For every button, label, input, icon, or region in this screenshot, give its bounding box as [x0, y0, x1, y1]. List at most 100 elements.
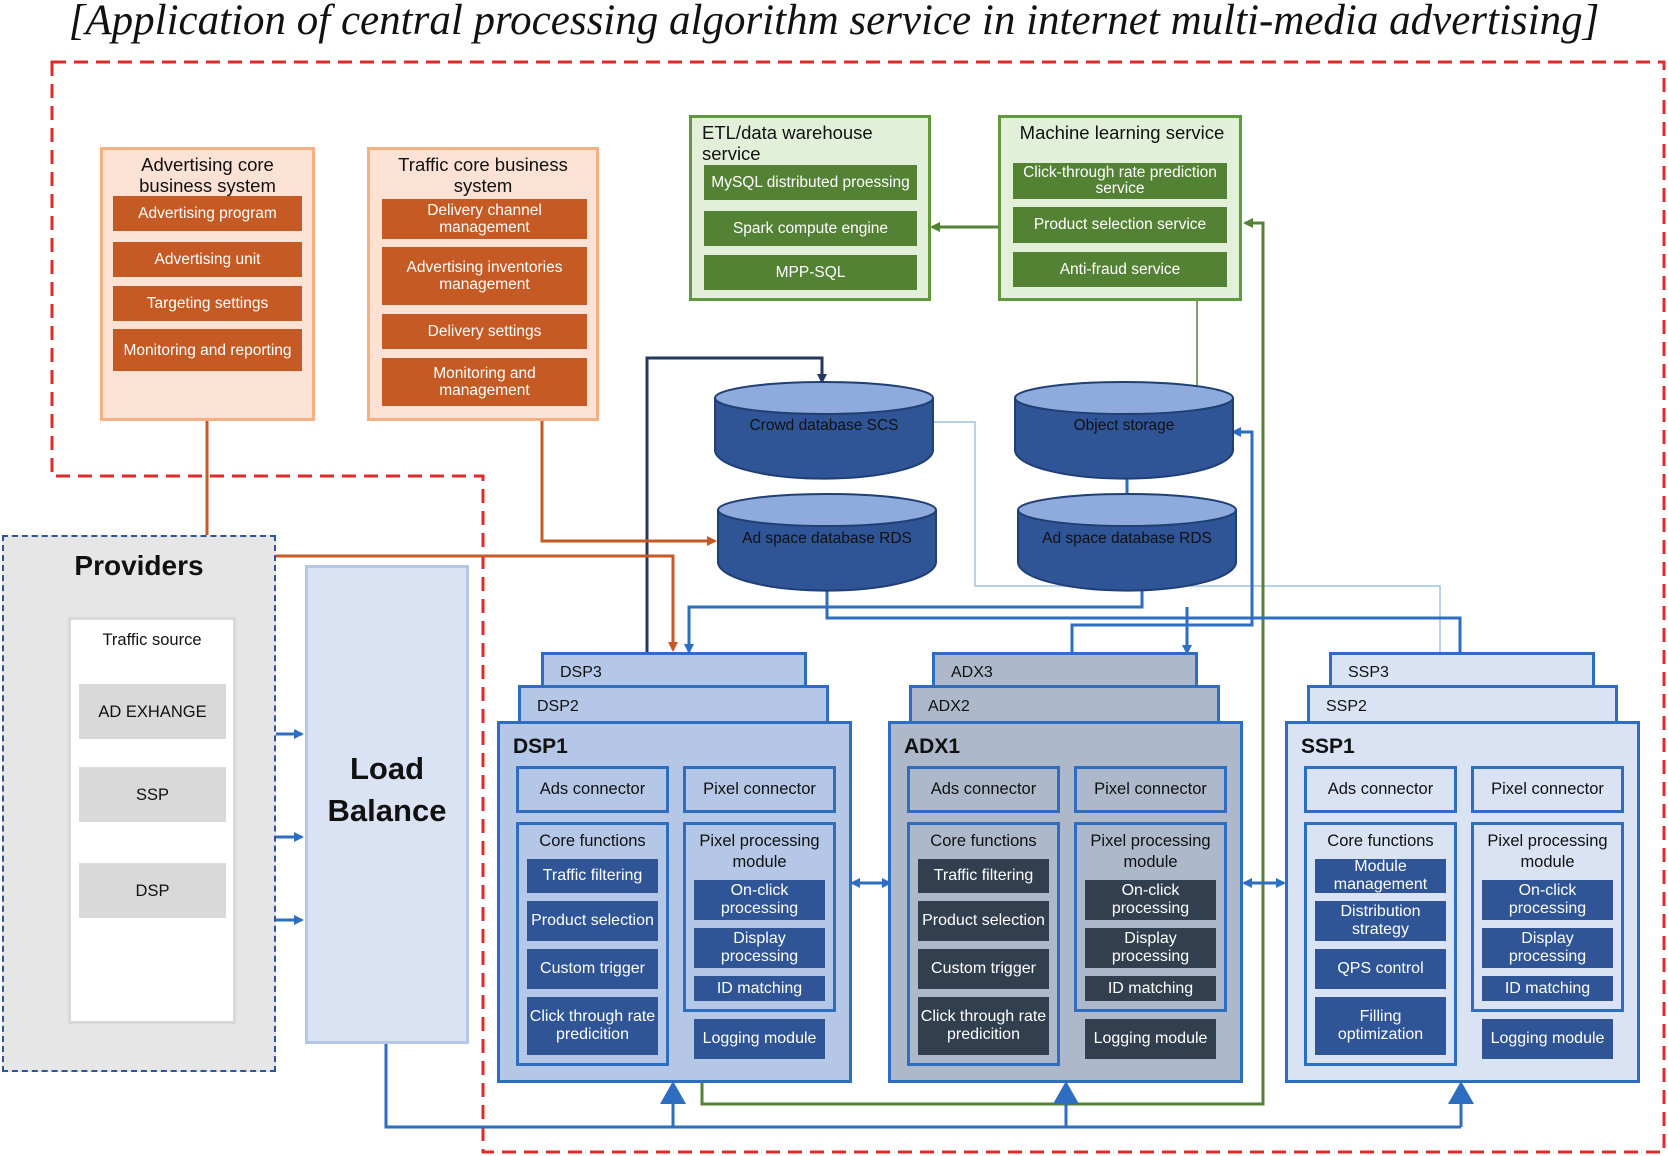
provider-item: AD EXHANGE: [79, 684, 226, 739]
load-balance-box: Load Balance: [305, 565, 469, 1044]
adx2-layer: ADX2: [909, 685, 1220, 725]
advertising-core-box: Advertising core business system Adverti…: [100, 147, 315, 421]
adx3-label: ADX3: [951, 664, 993, 681]
ssp2-label: SSP2: [1326, 698, 1367, 715]
advertising-core-item: Monitoring and reporting: [113, 329, 302, 371]
adx-pixel-item: On-click processing: [1085, 880, 1216, 920]
adx3-layer: ADX3: [932, 652, 1198, 690]
advertising-core-item: Advertising program: [113, 196, 302, 231]
etl-item: MySQL distributed proessing: [704, 165, 917, 200]
diagram-title: [Application of central processing algor…: [68, 0, 1600, 44]
dsp-pixel-connector: Pixel connector: [683, 766, 836, 813]
adx-pixel-module: Pixel processing module On-click process…: [1074, 822, 1227, 1012]
dsp3-label: DSP3: [560, 664, 602, 681]
adx-core-title: Core functions: [930, 832, 1037, 850]
adx-core-item: Custom trigger: [918, 949, 1049, 989]
ml-service-box: Machine learning service Click-through r…: [998, 115, 1242, 301]
dsp-pixel-item: Display processing: [694, 928, 825, 968]
provider-item: SSP: [79, 767, 226, 822]
traffic-core-item: Monitoring and management: [382, 358, 587, 406]
dsp-core-item: Click through rate predicition: [527, 997, 658, 1055]
ssp-core-item: Distribution strategy: [1315, 901, 1446, 941]
adx1-label: ADX1: [904, 735, 961, 758]
adx-core-item: Click through rate predicition: [918, 997, 1049, 1055]
ssp-core-item: QPS control: [1315, 949, 1446, 989]
adx-ads-connector: Ads connector: [907, 766, 1060, 813]
etl-item: Spark compute engine: [704, 211, 917, 246]
ssp-logging-module: Logging module: [1482, 1019, 1613, 1059]
adx2-label: ADX2: [928, 698, 970, 715]
adx-core-functions: Core functions Traffic filtering Product…: [907, 822, 1060, 1066]
object-storage-cylinder: [1014, 381, 1234, 480]
ad-space-db-right-label: Ad space database RDS: [1042, 530, 1212, 547]
adx-pixel-connector: Pixel connector: [1074, 766, 1227, 813]
adx-pixel-item: ID matching: [1085, 976, 1216, 1001]
ml-item: Product selection service: [1013, 207, 1227, 243]
traffic-core-item: Delivery channel management: [382, 199, 587, 239]
dsp-core-item: Custom trigger: [527, 949, 658, 989]
dsp-pixel-title: Pixel processing module: [699, 832, 820, 871]
dsp1-label: DSP1: [513, 735, 568, 758]
dsp-pixel-item: ID matching: [694, 976, 825, 1001]
dsp-core-item: Product selection: [527, 901, 658, 941]
dsp2-layer: DSP2: [518, 685, 829, 725]
ad-space-db-left-cylinder: [717, 493, 937, 592]
adx-core-item: Traffic filtering: [918, 859, 1049, 893]
platform-region-border: [50, 60, 1666, 1154]
ssp-ads-connector: Ads connector: [1304, 766, 1457, 813]
ssp-core-functions: Core functions Module management Distrib…: [1304, 822, 1457, 1066]
adx-pixel-item: Display processing: [1085, 928, 1216, 968]
crowd-database-label: Crowd database SCS: [749, 417, 899, 434]
ssp2-layer: SSP2: [1307, 685, 1618, 725]
providers-region: Providers Traffic source AD EXHANGE SSP …: [2, 535, 276, 1072]
advertising-core-item: Advertising unit: [113, 242, 302, 277]
ssp-pixel-module: Pixel processing module On-click process…: [1471, 822, 1624, 1012]
crowd-database-cylinder: [714, 381, 934, 480]
ml-item: Anti-fraud service: [1013, 252, 1227, 287]
etl-item: MPP-SQL: [704, 255, 917, 290]
etl-service-box: ETL/data warehouse service MySQL distrib…: [689, 115, 931, 301]
object-storage-label: Object storage: [1073, 417, 1175, 434]
traffic-core-item: Advertising inventories management: [382, 247, 587, 305]
ssp-pixel-title: Pixel processing module: [1487, 832, 1608, 871]
advertising-core-title: Advertising core business system: [139, 154, 276, 196]
dsp-core-title: Core functions: [539, 832, 646, 850]
dsp-core-item: Traffic filtering: [527, 859, 658, 893]
ad-space-db-left-label: Ad space database RDS: [742, 530, 912, 547]
dsp1-panel: DSP1 Ads connector Pixel connector Core …: [497, 721, 852, 1083]
traffic-core-box: Traffic core business system Delivery ch…: [367, 147, 599, 421]
load-balance-label: Load Balance: [327, 750, 447, 828]
providers-title: Providers: [74, 550, 204, 581]
ssp-pixel-item: Display processing: [1482, 928, 1613, 968]
traffic-source-panel: Traffic source AD EXHANGE SSP DSP: [68, 617, 236, 1024]
dsp-ads-connector: Ads connector: [516, 766, 669, 813]
provider-item: DSP: [79, 863, 226, 918]
ssp-pixel-item: On-click processing: [1482, 880, 1613, 920]
traffic-core-item: Delivery settings: [382, 314, 587, 349]
dsp2-label: DSP2: [537, 698, 579, 715]
dsp-pixel-module: Pixel processing module On-click process…: [683, 822, 836, 1012]
ssp3-label: SSP3: [1348, 664, 1389, 681]
ssp-core-title: Core functions: [1327, 832, 1434, 850]
ssp-core-item: Filling optimization: [1315, 997, 1446, 1055]
adx-pixel-title: Pixel processing module: [1090, 832, 1211, 871]
dsp-pixel-item: On-click processing: [694, 880, 825, 920]
ssp1-panel: SSP1 Ads connector Pixel connector Core …: [1285, 721, 1640, 1083]
ml-title: Machine learning service: [1019, 122, 1225, 143]
ssp-pixel-item: ID matching: [1482, 976, 1613, 1001]
dsp-logging-module: Logging module: [694, 1019, 825, 1059]
ssp1-label: SSP1: [1301, 735, 1355, 758]
dsp-core-functions: Core functions Traffic filtering Product…: [516, 822, 669, 1066]
adx-logging-module: Logging module: [1085, 1019, 1216, 1059]
traffic-source-title: Traffic source: [102, 631, 202, 649]
ssp-core-item: Module management: [1315, 858, 1446, 893]
adx-core-item: Product selection: [918, 901, 1049, 941]
ssp-pixel-connector: Pixel connector: [1471, 766, 1624, 813]
adx1-panel: ADX1 Ads connector Pixel connector Core …: [888, 721, 1243, 1083]
traffic-core-title: Traffic core business system: [398, 154, 568, 196]
ad-space-db-right-cylinder: [1017, 493, 1237, 592]
ml-item: Click-through rate prediction service: [1013, 163, 1227, 199]
advertising-core-item: Targeting settings: [113, 286, 302, 321]
